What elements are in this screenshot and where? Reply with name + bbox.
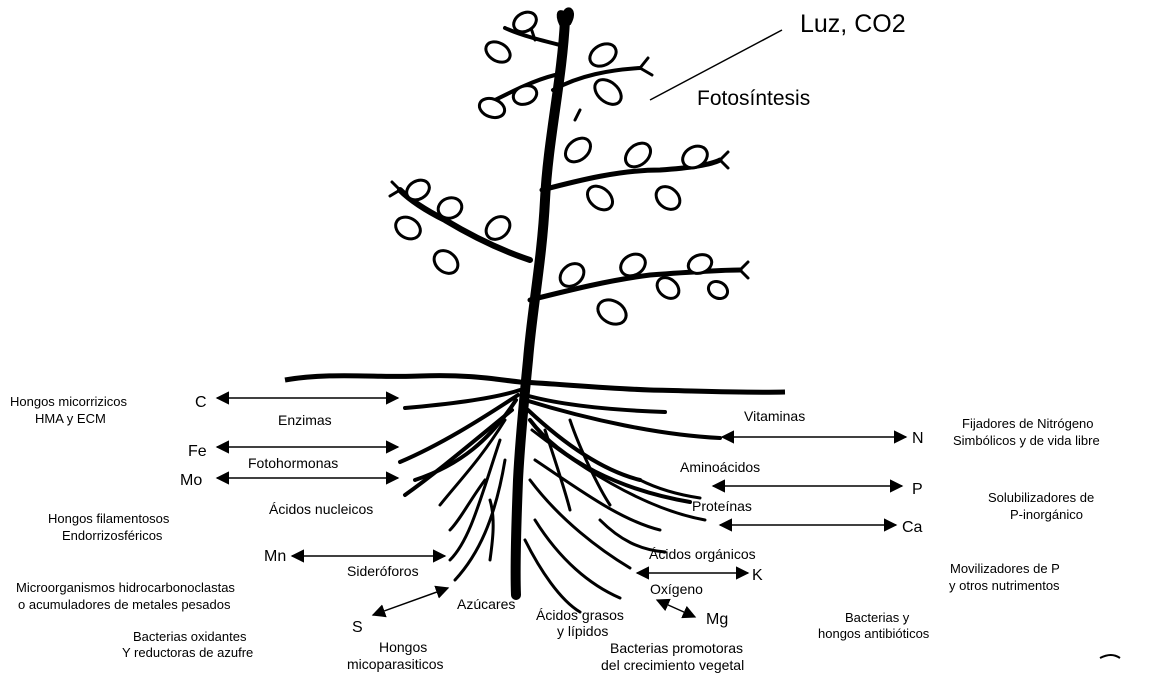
organism-bacterias-promotoras: Bacterias promotoras — [610, 640, 743, 656]
organism-hongos: Hongos — [379, 639, 427, 655]
arrow-mg — [657, 600, 695, 617]
exudate-aminoacidos: Aminoácidos — [680, 459, 760, 475]
exudate-oxigeno: Oxígeno — [650, 581, 703, 597]
organism-simbolicos: Simbólicos y de vida libre — [953, 433, 1100, 448]
organism-bacterias-oxidantes: Bacterias oxidantes — [133, 629, 247, 644]
soil-line — [285, 376, 785, 393]
element-mn: Mn — [264, 548, 286, 565]
organism-p-inorganico: P-inorgánico — [1010, 507, 1083, 522]
organism-otros-nutrimentos: y otros nutrimentos — [949, 578, 1060, 593]
element-k: K — [752, 567, 763, 584]
leaf — [621, 138, 655, 171]
leaf — [583, 181, 617, 214]
leaf — [705, 278, 730, 302]
organism-crecimiento-vegetal: del crecimiento vegetal — [601, 657, 744, 673]
exudate-sideroforos: Sideróforos — [347, 563, 419, 579]
organism-microorganismos: Microorganismos hidrocarbonoclastas — [16, 580, 235, 595]
exudate-lipidos: y lípidos — [557, 623, 608, 639]
element-ca: Ca — [902, 519, 923, 536]
exudate-azucares: Azúcares — [457, 596, 515, 612]
leaf — [590, 75, 626, 110]
leaf — [477, 95, 508, 121]
main-stem — [516, 20, 565, 595]
organism-endorrizosfericos: Endorrizosféricos — [62, 528, 163, 543]
element-c: C — [195, 394, 207, 411]
element-mg: Mg — [706, 611, 728, 628]
element-p: P — [912, 481, 923, 498]
organism-hongos-filamentosos: Hongos filamentosos — [48, 511, 170, 526]
leaf — [653, 273, 683, 302]
organism-hongos-antibioticos: hongos antibióticos — [818, 626, 930, 641]
organism-hma-ecm: HMA y ECM — [35, 411, 106, 426]
leaf — [511, 82, 540, 107]
element-fe: Fe — [188, 443, 207, 460]
leaf — [482, 38, 514, 67]
stem-tip — [558, 8, 573, 28]
arrow-s — [373, 588, 448, 615]
exudate-vitaminas: Vitaminas — [744, 408, 805, 424]
exudate-enzimas: Enzimas — [278, 412, 332, 428]
light-co2-label: Luz, CO2 — [800, 10, 906, 38]
exudate-fotohormonas: Fotohormonas — [248, 455, 338, 471]
photosynthesis-label: Fotosíntesis — [697, 87, 810, 110]
leaf — [594, 295, 631, 329]
leaf — [561, 133, 595, 166]
exudate-acidos-nucleicos: Ácidos nucleicos — [269, 501, 373, 517]
roots — [400, 390, 720, 612]
organism-fijadores-nitrogeno: Fijadores de Nitrógeno — [962, 416, 1094, 431]
organism-movilizadores: Movilizadores de P — [950, 561, 1060, 576]
element-s: S — [352, 619, 363, 636]
element-mo: Mo — [180, 472, 202, 489]
leaf — [392, 213, 425, 243]
organism-acumuladores: o acumuladores de metales pesados — [18, 597, 231, 612]
leaf — [652, 182, 685, 214]
organism-hongos-micorrizicos: Hongos micorrizicos — [10, 394, 128, 409]
organism-reductoras-azufre: Y reductoras de azufre — [122, 645, 253, 660]
exudate-proteinas: Proteínas — [692, 498, 752, 514]
bottom-right-mark — [1100, 655, 1120, 658]
leaf — [430, 246, 463, 278]
organism-solubilizadores: Solubilizadores de — [988, 490, 1094, 505]
exudate-acidos-organicos: Ácidos orgánicos — [649, 546, 756, 562]
organism-micoparasiticos: micoparasiticos — [347, 656, 443, 672]
leaf — [586, 39, 620, 70]
element-n: N — [912, 430, 924, 447]
organism-bacterias: Bacterias y — [845, 610, 910, 625]
exudate-acidos-grasos: Ácidos grasos — [536, 607, 624, 623]
